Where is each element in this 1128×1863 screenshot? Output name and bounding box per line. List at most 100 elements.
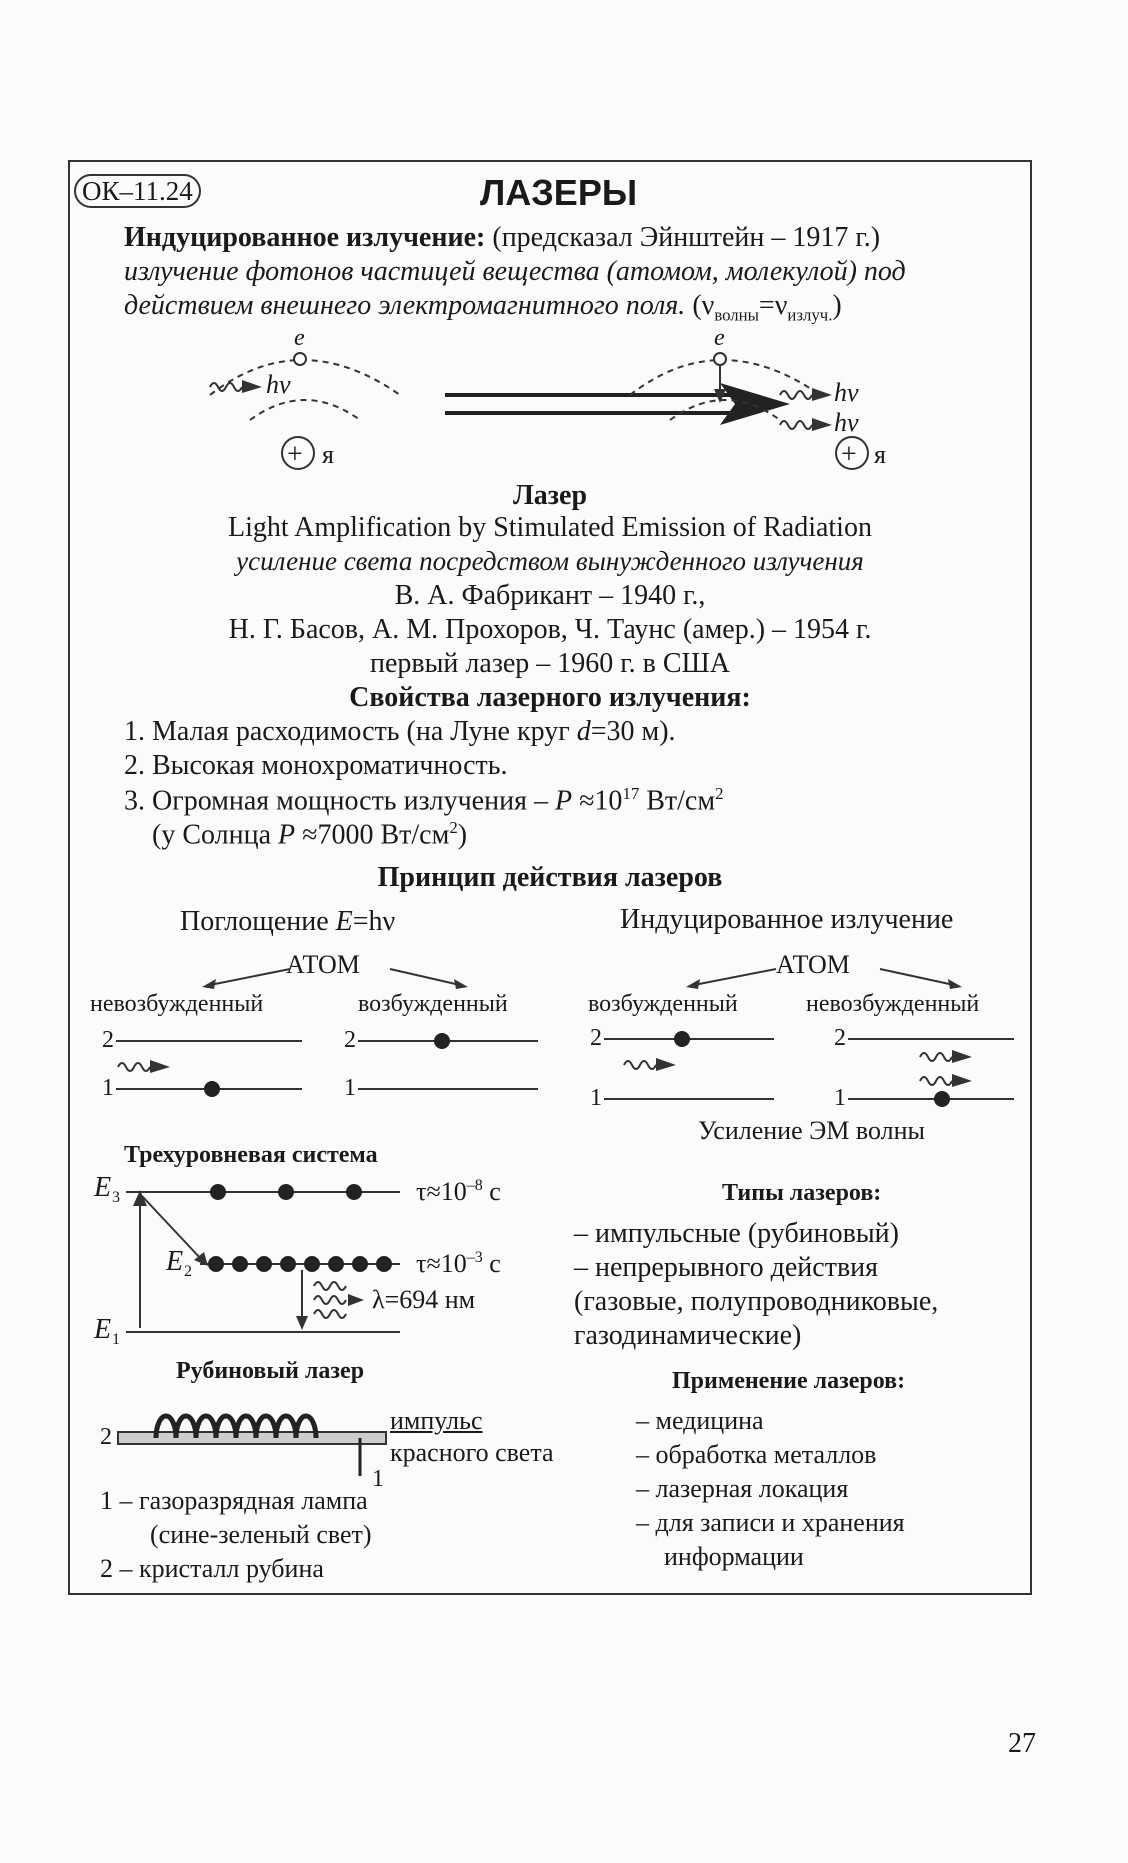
- svg-text:3: 3: [112, 1189, 120, 1206]
- property-1: 1. Малая расходимость (на Луне круг d=30…: [124, 716, 676, 747]
- electron-drop-arrow-icon: [714, 389, 726, 403]
- right-photon2-label: hν: [834, 408, 859, 437]
- stimulated-emission-diagram: e hν + я e hν hν + я: [209, 325, 886, 470]
- application-4: – для записи и хранения: [636, 1508, 905, 1537]
- transition-arrow-head-icon: [720, 383, 790, 425]
- left-electron-label: e: [294, 325, 305, 351]
- induced-atom-arrow-left-icon: [686, 979, 700, 989]
- svg-text:2: 2: [102, 1027, 114, 1053]
- absorption-right-electron-icon: [434, 1033, 450, 1049]
- application-5: информации: [664, 1542, 804, 1571]
- relaxation-arrow-head-icon: [194, 1252, 208, 1266]
- pulse-label-1: импульс: [390, 1406, 483, 1435]
- application-3: – лазерная локация: [636, 1474, 849, 1503]
- laser-wave-2-icon: [313, 1295, 347, 1305]
- svg-text:E: E: [93, 1172, 111, 1203]
- right-nucleus-icon: [835, 436, 869, 470]
- types-heading: Типы лазеров:: [722, 1180, 882, 1206]
- application-2: – обработка металлов: [636, 1440, 877, 1469]
- property-2: 2. Высокая монохроматичность.: [124, 750, 508, 781]
- absorption-diagram: АТОМ невозбужденный возбужденный 2 1 2 1: [90, 950, 538, 1101]
- induced-definition-line1: излучение фотонов частицей вещества (ато…: [124, 256, 906, 287]
- induced-atom-arrow-right-icon: [948, 979, 962, 989]
- svg-text:2: 2: [344, 1027, 356, 1053]
- laser-acronym-english: Light Amplification by Stimulated Emissi…: [228, 512, 872, 543]
- pump-arrow-head-icon: [133, 1190, 147, 1206]
- svg-text:+: +: [841, 439, 857, 470]
- card-badge: ОК–11.24: [74, 174, 201, 208]
- ruby-heading: Рубиновый лазер: [176, 1358, 365, 1384]
- lasing-arrow-head-icon: [296, 1316, 308, 1330]
- atom-arrow-left-icon: [202, 979, 216, 989]
- relaxation-arrow: [141, 1195, 203, 1261]
- right-photon1-arrow-icon: [812, 388, 832, 401]
- svg-text:1: 1: [590, 1085, 602, 1111]
- emitted-photon2-wave-icon: [919, 1076, 953, 1086]
- emitted-photon1-arrow-icon: [952, 1050, 972, 1063]
- laser-heading: Лазер: [512, 480, 588, 511]
- laser-acronym-russian: усиление света посредством вынужденного …: [236, 546, 864, 576]
- ruby-laser-diagram: 2 1: [100, 1413, 387, 1492]
- incoming-photon-wave-icon: [117, 1062, 151, 1072]
- right-electron-icon: [713, 352, 727, 366]
- ruby-legend-1: 1 – газоразрядная лампа: [100, 1486, 368, 1515]
- svg-text:E: E: [165, 1246, 183, 1277]
- principle-heading: Принцип действия лазеров: [377, 862, 723, 893]
- svg-text:1: 1: [834, 1085, 846, 1111]
- svg-text:1: 1: [112, 1331, 120, 1348]
- incoming-photon-arrow-icon: [150, 1060, 170, 1073]
- three-level-diagram: E 3 τ≈10–8 с E 2 τ≈10–3 с λ=694 нм E 1: [93, 1172, 501, 1348]
- type-3: (газовые, полупроводниковые,: [574, 1286, 939, 1317]
- induced-excited-label: возбужденный: [588, 991, 738, 1017]
- ruby-label-1: 1: [372, 1466, 384, 1492]
- absorption-unexcited-label: невозбужденный: [90, 991, 263, 1017]
- type-4: газодинамические): [574, 1320, 802, 1351]
- content-frame: [68, 160, 1032, 1595]
- right-photon2-arrow-icon: [812, 418, 832, 431]
- absorption-left-electron-icon: [204, 1081, 220, 1097]
- absorption-label: Поглощение E=hν: [180, 906, 396, 937]
- left-photon-wave-icon: [209, 382, 243, 392]
- tau-e3-label: τ≈10–8 с: [416, 1177, 501, 1206]
- laser-wave-1-icon: [313, 1281, 347, 1291]
- left-inner-orbit: [249, 399, 361, 421]
- laser-wave-arrow-icon: [348, 1294, 364, 1306]
- absorption-excited-label: возбужденный: [358, 991, 508, 1017]
- svg-text:2: 2: [834, 1025, 846, 1051]
- svg-text:2: 2: [184, 1263, 192, 1280]
- laser-wave-3-icon: [313, 1309, 347, 1319]
- emitted-photon1-wave-icon: [919, 1052, 953, 1062]
- induced-incoming-wave-icon: [623, 1060, 657, 1070]
- absorption-atom-label: АТОМ: [286, 950, 360, 979]
- induced-atom-label: АТОМ: [776, 950, 850, 979]
- right-electron-label: e: [714, 325, 725, 351]
- applications-heading: Применение лазеров:: [672, 1368, 906, 1394]
- ruby-legend-3: 2 – кристалл рубина: [100, 1554, 324, 1583]
- induced-definition-line2: действием внешнего электромагнитного пол…: [124, 290, 842, 325]
- induced-definition-head: Индуцированное излучение: (предсказал Эй…: [124, 222, 881, 253]
- induced-incoming-arrow-icon: [656, 1058, 676, 1071]
- left-outer-orbit: [209, 359, 401, 396]
- property-3: 3. Огромная мощность излучения – P ≈1017…: [124, 784, 724, 817]
- induced-left-electron-icon: [674, 1031, 690, 1047]
- laser-history-2: Н. Г. Басов, А. М. Прохоров, Ч. Таунс (а…: [228, 614, 872, 645]
- right-photon1-wave-icon: [779, 390, 813, 400]
- three-level-heading: Трехуровневая система: [124, 1142, 378, 1168]
- ruby-crystal-rod: [117, 1431, 387, 1445]
- svg-text:E: E: [93, 1314, 111, 1345]
- page-title: ЛАЗЕРЫ: [480, 172, 638, 213]
- properties-heading: Свойства лазерного излучения:: [349, 682, 751, 713]
- svg-text:1: 1: [344, 1075, 356, 1101]
- pulse-label-2: красного света: [390, 1438, 554, 1467]
- svg-text:2: 2: [590, 1025, 602, 1051]
- induced-unexcited-label: невозбужденный: [806, 991, 979, 1017]
- application-1: – медицина: [636, 1406, 764, 1435]
- right-photon2-wave-icon: [779, 420, 813, 430]
- amplification-label: Усиление ЭМ волны: [698, 1116, 926, 1145]
- type-2: – непрерывного действия: [574, 1252, 879, 1283]
- flash-lamp-coil-icon: [153, 1413, 319, 1439]
- wavelength-label: λ=694 нм: [372, 1285, 475, 1314]
- ruby-label-2: 2: [100, 1424, 112, 1450]
- page-number: 27: [1008, 1728, 1036, 1759]
- ruby-legend-2: (сине-зеленый свет): [150, 1520, 372, 1549]
